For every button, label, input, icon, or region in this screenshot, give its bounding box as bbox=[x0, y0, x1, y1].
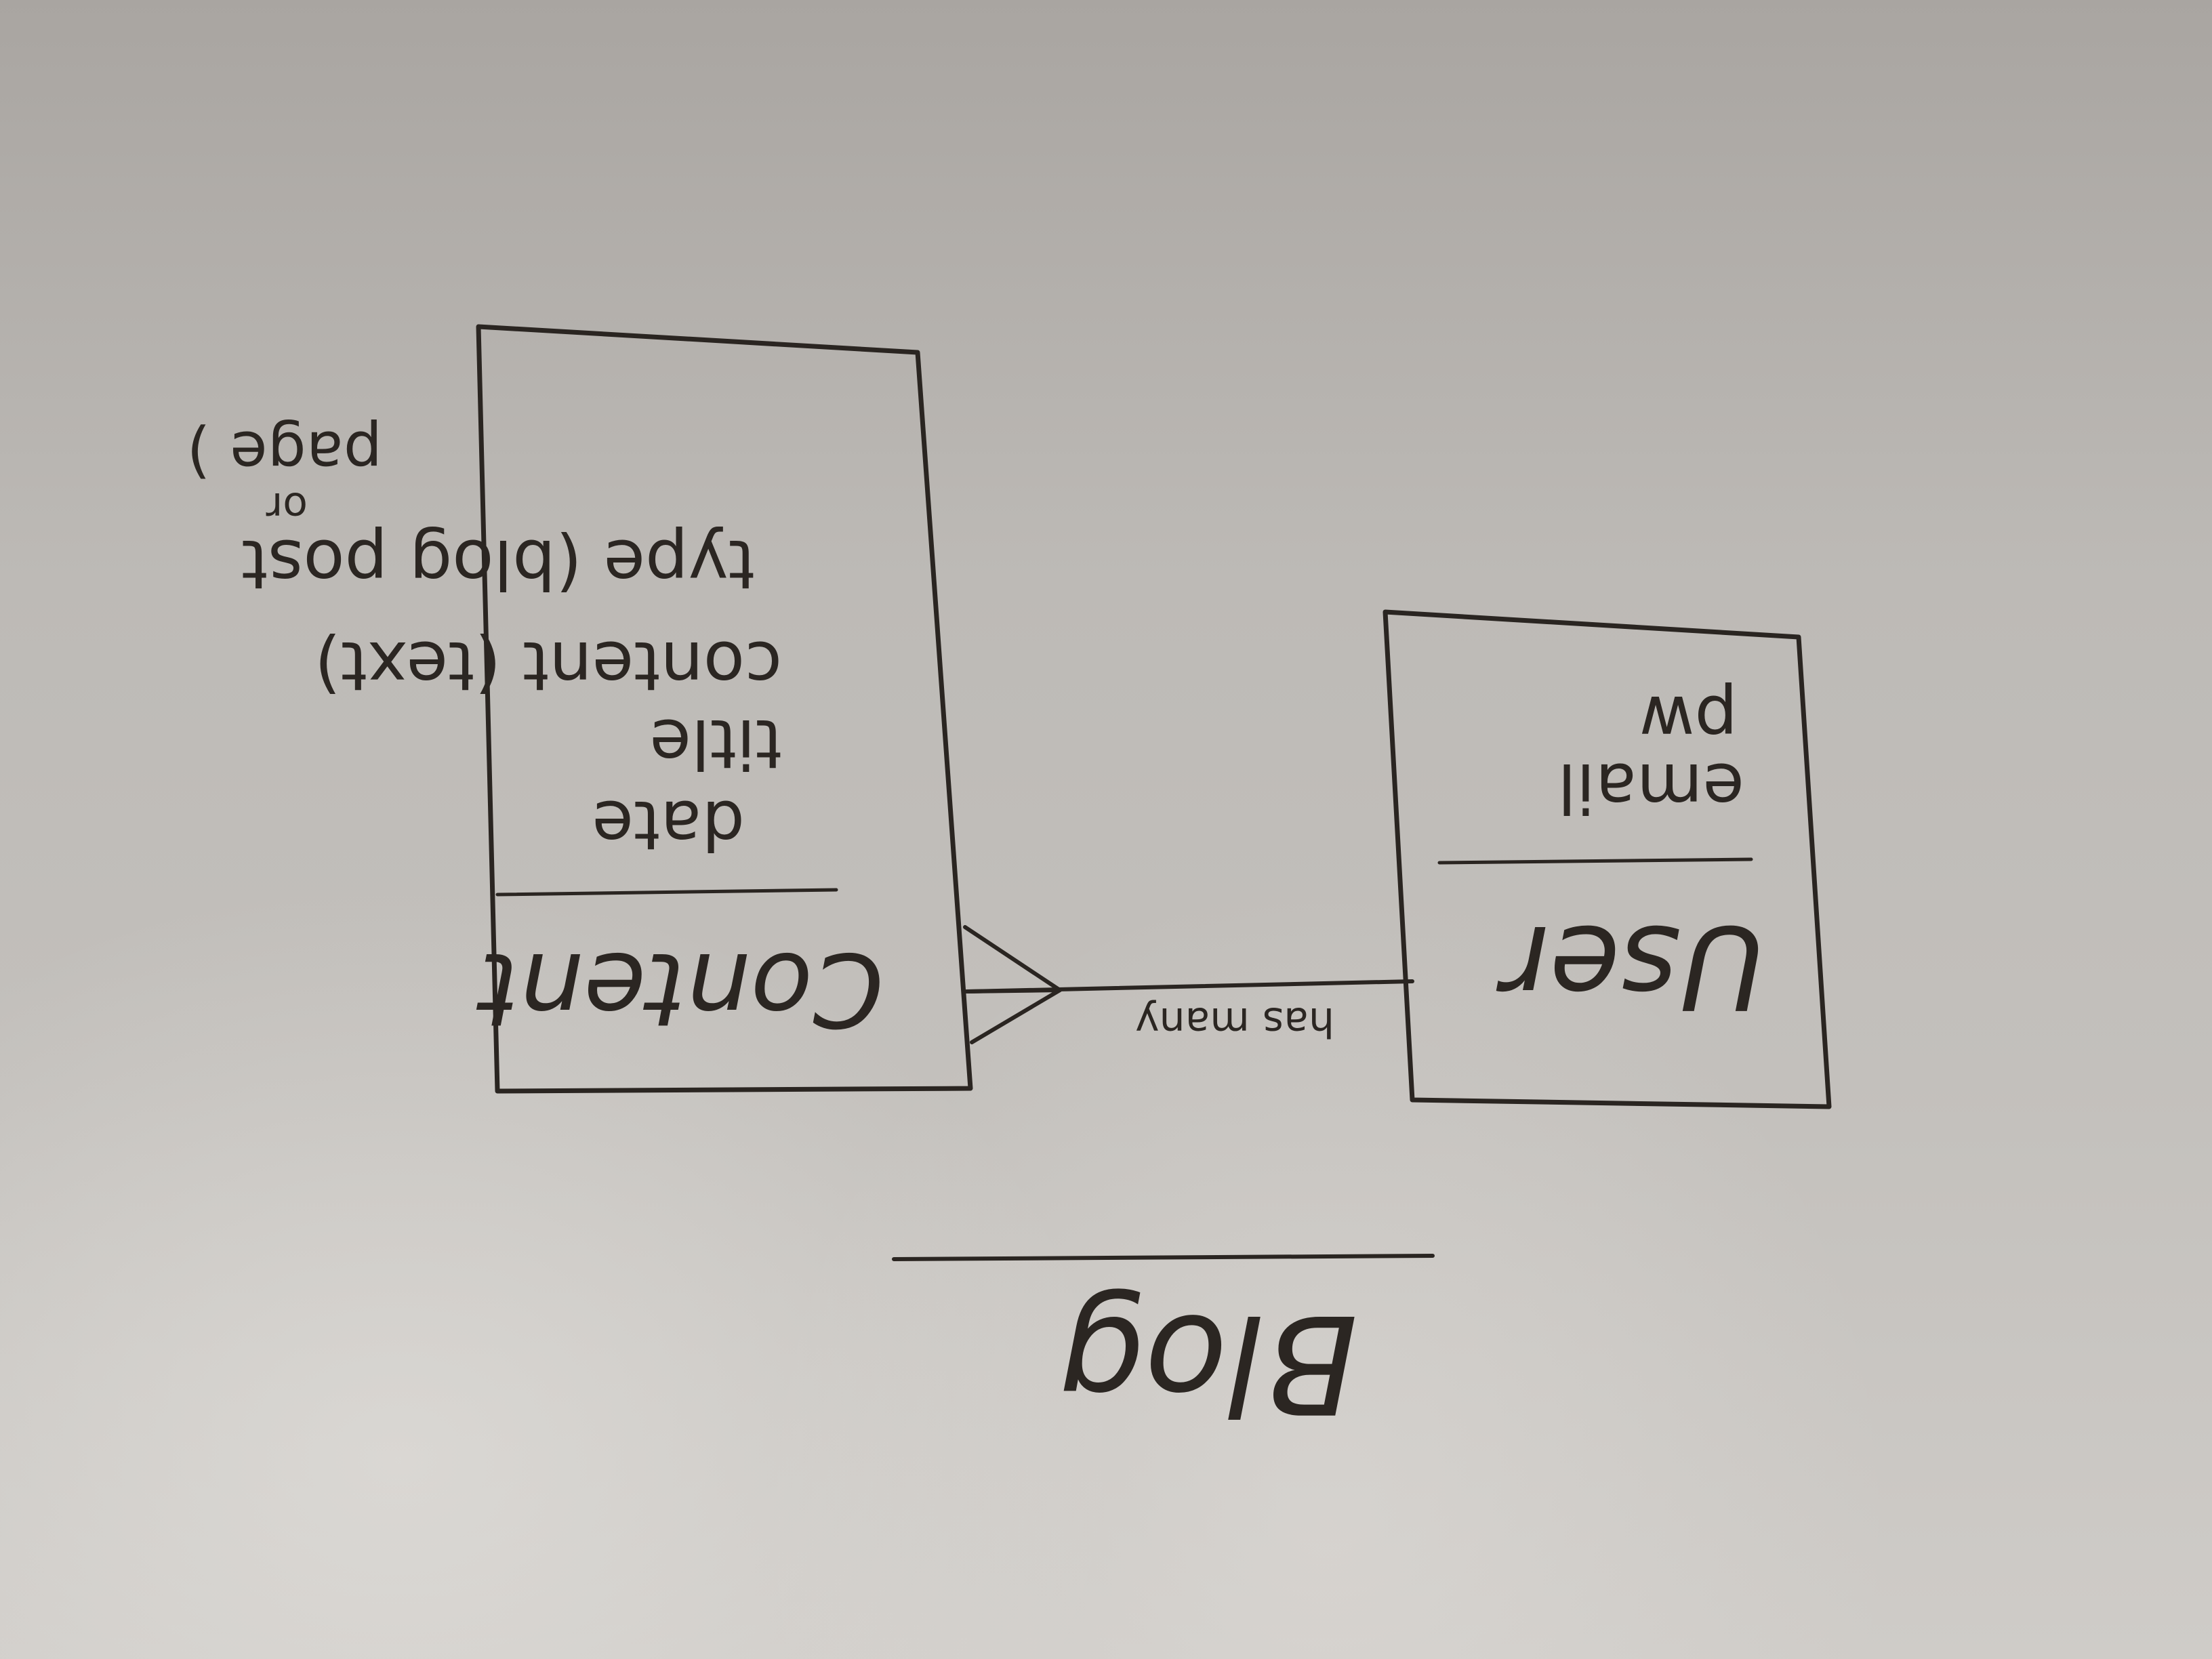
relationship-has-many: has many bbox=[963, 925, 1414, 1046]
entity-content-attr-page: page ) bbox=[186, 417, 382, 489]
entity-user-divider bbox=[1437, 857, 1753, 865]
entity-content-attr-title: title bbox=[649, 704, 782, 783]
relationship-label: has many bbox=[1135, 998, 1334, 1046]
entity-content-divider bbox=[495, 888, 838, 897]
entity-content-attr-or: or bbox=[266, 483, 308, 531]
diagram-title-group: Blog bbox=[892, 1254, 1435, 1442]
diagram-title: Blog bbox=[1059, 1284, 1358, 1442]
crows-foot-icon bbox=[963, 925, 1062, 1044]
entity-content-attr-type: type (blog post bbox=[241, 525, 755, 604]
entity-content-name: Content bbox=[476, 930, 884, 1048]
entity-user-name: User bbox=[1496, 899, 1765, 1033]
entity-content-attr-date: date bbox=[592, 785, 745, 865]
entity-content-border bbox=[476, 324, 973, 1094]
entity-content-attr-content: content (text) bbox=[314, 626, 782, 705]
entity-content: Content date title content (text) type (… bbox=[186, 324, 973, 1094]
entity-user-attr-pw: pw bbox=[1639, 680, 1738, 760]
title-underline bbox=[892, 1254, 1435, 1261]
entity-user: User email pw bbox=[1382, 609, 1832, 1109]
entity-user-border bbox=[1382, 609, 1832, 1109]
entity-user-attr-email: email bbox=[1557, 748, 1744, 827]
